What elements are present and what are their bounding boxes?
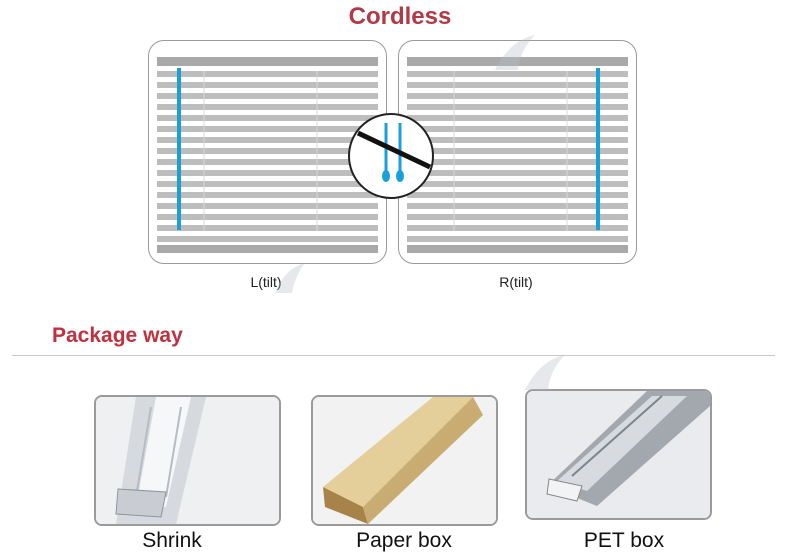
- blind-slat: [157, 71, 378, 77]
- section-divider: [12, 355, 775, 356]
- bottomrail: [407, 245, 628, 253]
- left-tilt-label: L(tilt): [250, 274, 282, 290]
- blind-right-svg: [407, 57, 628, 253]
- blind-slat: [407, 192, 628, 198]
- blind-slat: [407, 93, 628, 99]
- watermark-logo: [525, 355, 565, 390]
- blind-slat: [407, 82, 628, 88]
- right-tilt-label: R(tilt): [499, 274, 533, 290]
- blind-slat: [157, 159, 378, 165]
- blind-slat: [407, 236, 628, 242]
- blind-slat: [407, 203, 628, 209]
- shrink-label: Shrink: [142, 529, 202, 552]
- blind-slat: [407, 126, 628, 132]
- tilt-wand-left: [177, 68, 181, 230]
- blind-slat: [157, 126, 378, 132]
- blind-slat: [157, 203, 378, 209]
- blind-slat: [407, 148, 628, 154]
- watermark-logo: [495, 35, 535, 70]
- blind-slat: [157, 82, 378, 88]
- blind-right-illustration: [398, 40, 637, 264]
- blind-slat: [157, 192, 378, 198]
- blind-slat: [407, 214, 628, 220]
- blind-slat: [157, 236, 378, 242]
- blind-slat: [157, 104, 378, 110]
- blind-slat: [407, 170, 628, 176]
- blind-slat: [157, 93, 378, 99]
- headrail: [157, 57, 378, 66]
- blind-slat: [407, 104, 628, 110]
- paper-box-label: Paper box: [356, 529, 452, 552]
- pet-box-package-image: [525, 389, 712, 520]
- bottomrail: [157, 245, 378, 253]
- blind-slat: [157, 170, 378, 176]
- no-cord-icon: [348, 113, 434, 199]
- section-title: Package way: [52, 324, 183, 347]
- paper-box-package-image: [311, 395, 498, 526]
- headrail: [407, 57, 628, 66]
- blind-slat: [407, 225, 628, 231]
- blind-slat: [407, 181, 628, 187]
- pet-box-label: PET box: [583, 529, 665, 552]
- blind-slat: [407, 115, 628, 121]
- blind-left-svg: [157, 57, 378, 253]
- blind-left-illustration: [148, 40, 387, 264]
- blind-slat: [157, 225, 378, 231]
- blind-slat: [157, 214, 378, 220]
- blind-slat: [157, 181, 378, 187]
- blind-slat: [407, 71, 628, 77]
- blind-slat: [407, 137, 628, 143]
- blind-slat: [157, 137, 378, 143]
- blind-slat: [157, 115, 378, 121]
- blind-slat: [157, 148, 378, 154]
- tilt-wand-right: [596, 68, 600, 230]
- shrink-package-image: [94, 395, 281, 526]
- watermark-logo: [275, 263, 305, 293]
- blind-slat: [407, 159, 628, 165]
- page-title: Cordless: [348, 3, 452, 30]
